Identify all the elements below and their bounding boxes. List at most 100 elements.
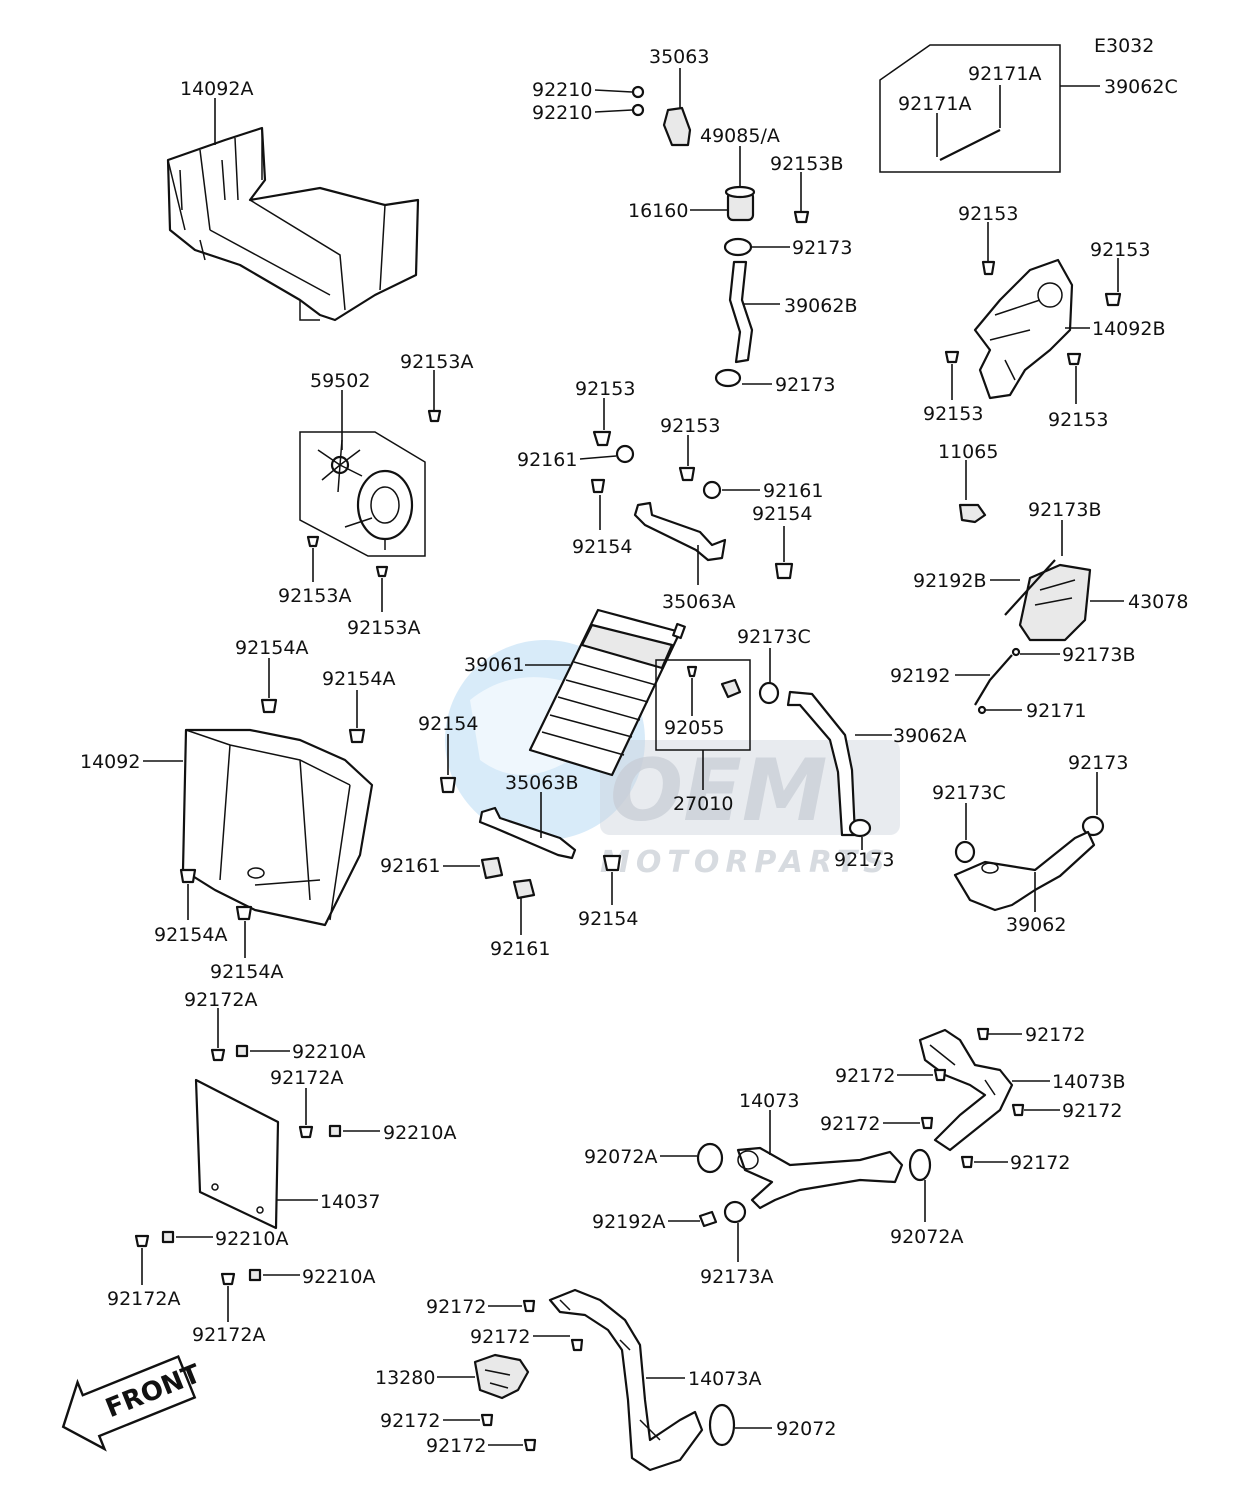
callout-92154A-3: 92154A <box>154 924 227 946</box>
front-direction-arrow: FRONT <box>61 1355 205 1452</box>
part-92154-bolt-bottom <box>602 854 622 872</box>
callout-92172-b2: 92172 <box>470 1326 530 1348</box>
part-92072-clamp <box>708 1403 736 1447</box>
callout-39062C: 39062C <box>1104 76 1178 98</box>
part-92153B-bolt <box>793 210 810 224</box>
part-92172-screw-r2 <box>933 1068 947 1082</box>
callout-92154-left: 92154 <box>418 713 478 735</box>
part-92153A-bolt-right <box>375 565 389 578</box>
callout-92161-c2: 92161 <box>763 480 823 502</box>
part-39062C-tube <box>939 129 1001 161</box>
callout-92153A-right: 92153A <box>347 617 420 639</box>
part-92192B-hose <box>1004 559 1056 616</box>
part-35063A-bracket <box>633 501 727 562</box>
callout-92154-c2: 92154 <box>752 503 812 525</box>
part-13280-bracket <box>473 1353 530 1400</box>
callout-92153A-left: 92153A <box>278 585 351 607</box>
part-92172-screw-r5 <box>960 1155 974 1169</box>
callout-92210A-2: 92210A <box>383 1122 456 1144</box>
callout-92172-b4: 92172 <box>426 1435 486 1457</box>
part-92154A-bolt-4 <box>235 905 253 921</box>
part-35063-cover <box>631 85 692 147</box>
part-92192A-hose <box>698 1210 718 1228</box>
part-92172-screw-b4 <box>523 1438 537 1452</box>
callout-92172-r2: 92172 <box>835 1065 895 1087</box>
callout-43078: 43078 <box>1128 591 1188 613</box>
callout-92173-right: 92173 <box>1068 752 1128 774</box>
part-92210A-nut-3 <box>161 1230 175 1244</box>
callout-92172-r5: 92172 <box>1010 1152 1070 1174</box>
part-92173-clamp-bottom <box>714 368 742 388</box>
part-92153-bolt-tr2 <box>1104 292 1122 307</box>
callout-92153B: 92153B <box>770 153 843 175</box>
part-92172-screw-b1 <box>522 1299 536 1313</box>
part-92161-grommet-c1 <box>615 444 635 464</box>
callout-14092: 14092 <box>80 751 140 773</box>
callout-92173B-bottom: 92173B <box>1062 644 1135 666</box>
part-92072A-clamp-right <box>908 1148 932 1182</box>
part-14037-panel <box>194 1078 280 1230</box>
callout-92172A-1: 92172A <box>184 989 257 1011</box>
callout-35063: 35063 <box>649 46 709 68</box>
callout-49085: 49085/A <box>700 125 780 147</box>
part-92154-bolt-c2 <box>774 562 794 580</box>
callout-92161-left2: 92161 <box>490 938 550 960</box>
callout-14037: 14037 <box>320 1191 380 1213</box>
part-92154-bolt-c1 <box>590 478 606 494</box>
callout-35063B: 35063B <box>505 772 578 794</box>
callout-92173B-top: 92173B <box>1028 499 1101 521</box>
callout-92171: 92171 <box>1026 700 1086 722</box>
part-92072A-clamp-left <box>696 1142 724 1174</box>
part-92172-screw-b3 <box>480 1413 494 1427</box>
part-92161-grommet-left1 <box>480 856 504 880</box>
part-92173-clamp-top <box>723 237 753 257</box>
part-92153-bolt-c2 <box>678 466 696 482</box>
callout-92161-c1: 92161 <box>517 449 577 471</box>
callout-92153-tr2: 92153 <box>1090 239 1150 261</box>
part-92172-screw-b2 <box>570 1338 584 1352</box>
callout-92173C-center: 92173C <box>737 626 811 648</box>
part-92161-grommet-left2 <box>512 878 536 900</box>
callout-35063A: 35063A <box>662 591 735 613</box>
part-14073B-duct <box>918 1028 1014 1152</box>
part-27010-switch <box>720 678 742 699</box>
callout-92172A-2: 92172A <box>270 1067 343 1089</box>
part-92210A-nut-2 <box>328 1124 342 1138</box>
callout-92173-a: 92173 <box>792 237 852 259</box>
part-43078-reservoir <box>1018 563 1092 642</box>
callout-92172-b3: 92172 <box>380 1410 440 1432</box>
part-92173C-clamp-center <box>758 681 780 705</box>
part-92172-screw-r1 <box>976 1027 990 1041</box>
part-92153-bolt-c1 <box>592 430 612 447</box>
callout-92172-r4: 92172 <box>820 1113 880 1135</box>
callout-92153-tr3: 92153 <box>923 403 983 425</box>
part-14092A-shroud <box>166 126 420 322</box>
diagram-code: E3032 <box>1094 35 1154 57</box>
part-92153A-bolt-left <box>306 535 320 548</box>
callout-92055: 92055 <box>664 717 724 739</box>
part-92154-bolt-left <box>439 776 457 794</box>
part-35063B-bracket <box>478 806 577 860</box>
callout-92154A-4: 92154A <box>210 961 283 983</box>
callout-14073A: 14073A <box>688 1368 761 1390</box>
part-11065-cap <box>958 503 987 524</box>
callout-92171A-right: 92171A <box>968 63 1041 85</box>
part-59502-fan-assembly <box>317 439 414 550</box>
callout-92072A-left: 92072A <box>584 1146 657 1168</box>
callout-92172-b1: 92172 <box>426 1296 486 1318</box>
part-92161-grommet-c2 <box>702 480 722 500</box>
part-92154A-bolt-2 <box>348 728 366 744</box>
part-39061-radiator <box>528 608 686 777</box>
part-92153-bolt-tr1 <box>981 260 996 276</box>
part-92173-clamp-center <box>848 818 872 838</box>
part-92173A-clamp <box>723 1200 747 1224</box>
callout-14092A: 14092A <box>180 78 253 100</box>
part-92172A-fastener-4 <box>220 1272 236 1286</box>
callout-92210-b: 92210 <box>532 102 592 124</box>
part-92172A-fastener-2 <box>298 1125 314 1139</box>
callout-92072: 92072 <box>776 1418 836 1440</box>
part-16160-thermostat <box>724 185 756 222</box>
part-14073A-duct <box>548 1288 704 1472</box>
